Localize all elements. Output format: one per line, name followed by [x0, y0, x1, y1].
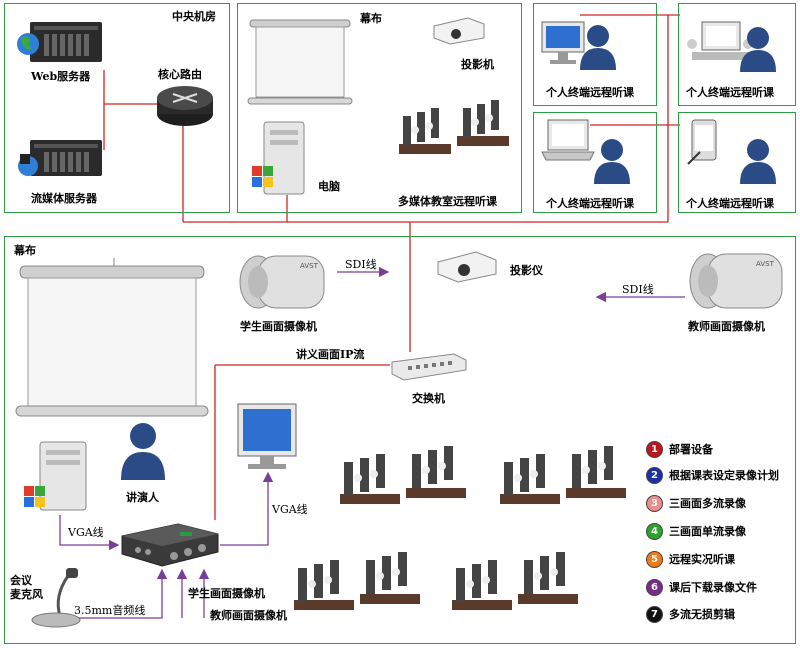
switch-label: 交换机 [412, 392, 445, 405]
switch-icon [388, 352, 468, 390]
computer-label: 电脑 [318, 180, 340, 193]
audio-line-label: 3.5mm音频线 [74, 604, 146, 617]
legend-text: 三画面多流录像 [669, 497, 746, 510]
main-screen-label: 幕布 [14, 244, 36, 257]
terminal-box-4 [678, 112, 796, 213]
central-room-box [4, 3, 230, 213]
desktop-monitor-icon [540, 18, 588, 72]
projector-icon [428, 14, 488, 50]
recording-device-icon [118, 518, 222, 574]
lecture-stream-label: 讲义画面IP流 [296, 348, 365, 361]
legend-text: 课后下载录像文件 [669, 581, 757, 594]
presenter-pc-icon [18, 440, 88, 516]
presenter-label: 讲演人 [126, 491, 159, 504]
presenter-icon [118, 420, 168, 486]
terminal-box-3 [533, 112, 657, 213]
remote-screen-label: 幕布 [360, 12, 382, 25]
user-icon-4 [738, 136, 778, 190]
core-router-icon [155, 84, 215, 132]
legend-badge: 2 [646, 466, 663, 484]
tablet-icon [686, 118, 720, 170]
student-camera-brand: AVST [300, 262, 319, 270]
input-student-camera-label: 学生画面摄像机 [188, 587, 265, 600]
legend-item: 3 三画面多流录像 [646, 494, 746, 512]
legend-text: 三画面单流录像 [669, 525, 746, 538]
legend-badge: 4 [646, 522, 663, 540]
teacher-camera-brand: AVST [756, 260, 775, 268]
audience-seats-1 [336, 440, 476, 528]
workstation-icon [684, 18, 754, 82]
teacher-camera-icon: AVST [688, 250, 786, 316]
computer-icon [250, 118, 308, 200]
terminal-box-2 [678, 3, 796, 106]
streaming-server-icon [14, 138, 106, 188]
legend-item: 6 课后下载录像文件 [646, 578, 757, 596]
student-camera-label: 学生画面摄像机 [240, 320, 317, 333]
terminal-box-1 [533, 3, 657, 106]
user-icon-1 [578, 22, 618, 76]
terminal-label-3: 个人终端远程听课 [546, 197, 634, 210]
terminal-label-1: 个人终端远程听课 [546, 86, 634, 99]
main-projection-screen-icon [14, 256, 210, 430]
monitor-icon [232, 402, 302, 478]
vga-left-label: VGA线 [68, 526, 104, 539]
projection-screen-icon [244, 18, 356, 114]
main-projector-icon [432, 248, 502, 288]
web-server-icon [14, 20, 106, 76]
legend-badge: 6 [646, 578, 663, 596]
legend-text: 根据课表设定录像计划 [669, 469, 779, 482]
legend-item: 4 三画面单流录像 [646, 522, 746, 540]
classroom-seats-icon [395, 96, 517, 186]
sdi-line-left-label: SDI线 [345, 258, 377, 271]
central-room-title: 中央机房 [172, 10, 216, 23]
remote-classroom-caption: 多媒体教室远程听课 [398, 195, 497, 208]
main-classroom-box [4, 236, 796, 644]
laptop-icon [540, 118, 596, 170]
vga-right-label: VGA线 [272, 503, 308, 516]
main-projector-label: 投影仪 [510, 264, 543, 277]
legend-text: 远程实况听课 [669, 553, 735, 566]
audience-seats-4 [448, 546, 588, 634]
legend-item: 7 多流无损剪辑 [646, 605, 735, 623]
user-icon-3 [592, 136, 632, 190]
terminal-label-2: 个人终端远程听课 [686, 86, 774, 99]
audience-seats-2 [496, 440, 636, 528]
input-teacher-camera-label: 教师画面摄像机 [210, 609, 287, 622]
remote-classroom-box [237, 3, 522, 213]
microphone-icon [28, 566, 90, 634]
legend-badge: 3 [646, 494, 663, 512]
legend-item: 5 远程实况听课 [646, 550, 735, 568]
core-router-label: 核心路由 [158, 68, 202, 81]
legend-item: 2 根据课表设定录像计划 [646, 466, 779, 484]
audience-seats-3 [290, 546, 430, 634]
user-icon-2 [738, 24, 778, 78]
web-server-label: Web服务器 [31, 70, 91, 83]
streaming-server-label: 流媒体服务器 [31, 192, 97, 205]
remote-projector-label: 投影机 [461, 58, 494, 71]
terminal-label-4: 个人终端远程听课 [686, 197, 774, 210]
legend-badge: 1 [646, 440, 663, 458]
legend-text: 部署设备 [669, 443, 713, 456]
teacher-camera-label: 教师画面摄像机 [688, 320, 765, 333]
legend-badge: 7 [646, 605, 663, 623]
legend-text: 多流无损剪辑 [669, 608, 735, 621]
legend-item: 1 部署设备 [646, 440, 713, 458]
mic-label-line2: 麦克风 [10, 588, 43, 601]
mic-label-line1: 会议 [10, 574, 32, 587]
sdi-line-right-label: SDI线 [622, 283, 654, 296]
legend-badge: 5 [646, 550, 663, 568]
student-camera-icon: AVST [238, 252, 336, 316]
